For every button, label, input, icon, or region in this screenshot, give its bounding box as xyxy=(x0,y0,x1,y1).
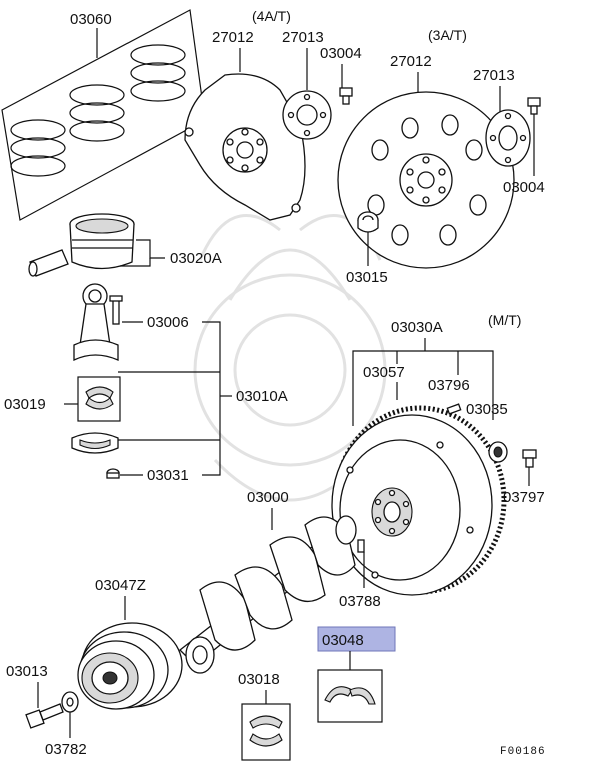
label-03030a[interactable]: 03030A xyxy=(391,319,443,336)
bolt-03004-right[interactable] xyxy=(527,97,541,115)
label-03015[interactable]: 03015 xyxy=(346,269,388,286)
bolt-03004-top[interactable] xyxy=(339,87,353,105)
label-27012-4at[interactable]: 27012 xyxy=(212,29,254,46)
ring-stack-3 xyxy=(130,44,186,102)
ring-stack-2 xyxy=(69,84,125,142)
label-03018[interactable]: 03018 xyxy=(238,671,280,688)
dowel-pin[interactable] xyxy=(357,539,365,553)
variant-label-4at: (4A/T) xyxy=(252,8,291,24)
thrust-washer-label-box[interactable]: 03048 xyxy=(317,626,396,652)
label-03057[interactable]: 03057 xyxy=(363,364,405,381)
ring-stack-1 xyxy=(10,119,66,177)
label-03020a[interactable]: 03020A xyxy=(170,250,222,267)
crank-pulley[interactable] xyxy=(77,622,183,710)
reference-code: F00186 xyxy=(500,746,546,758)
pilot-bushing[interactable] xyxy=(357,211,379,233)
label-27012-3at[interactable]: 27012 xyxy=(390,53,432,70)
flywheel-bolt[interactable] xyxy=(522,449,537,468)
label-03788[interactable]: 03788 xyxy=(339,593,381,610)
label-27013-4at[interactable]: 27013 xyxy=(282,29,324,46)
drive-plate-4at[interactable] xyxy=(184,73,306,221)
adapter-plate-3at[interactable] xyxy=(485,109,531,167)
rod-nut[interactable] xyxy=(106,468,120,479)
label-03006[interactable]: 03006 xyxy=(147,314,189,331)
adapter-plate-4at[interactable] xyxy=(282,90,332,140)
label-03782[interactable]: 03782 xyxy=(45,741,87,758)
label-03797[interactable]: 03797 xyxy=(503,489,545,506)
label-03048[interactable]: 03048 xyxy=(322,632,364,649)
flywheel-mt[interactable] xyxy=(331,405,507,596)
label-03035[interactable]: 03035 xyxy=(466,401,508,418)
label-03796[interactable]: 03796 xyxy=(428,377,470,394)
rod-bolt[interactable] xyxy=(109,295,123,325)
highlight-box xyxy=(317,626,396,652)
label-03000[interactable]: 03000 xyxy=(247,489,289,506)
label-27013-3at[interactable]: 27013 xyxy=(473,67,515,84)
label-03060[interactable]: 03060 xyxy=(70,11,112,28)
label-03019[interactable]: 03019 xyxy=(4,396,46,413)
flywheel-pin[interactable] xyxy=(446,403,462,415)
main-bearing-set[interactable] xyxy=(241,703,291,761)
drive-plate-3at[interactable] xyxy=(337,91,515,269)
label-03031[interactable]: 03031 xyxy=(147,467,189,484)
label-03013[interactable]: 03013 xyxy=(6,663,48,680)
label-03004-top[interactable]: 03004 xyxy=(320,45,362,62)
piston-pin[interactable] xyxy=(28,249,69,277)
label-03047z[interactable]: 03047Z xyxy=(95,577,146,594)
label-03010a[interactable]: 03010A xyxy=(236,388,288,405)
piston-ring-set[interactable] xyxy=(1,9,206,221)
label-03004-right[interactable]: 03004 xyxy=(503,179,545,196)
crankshaft[interactable] xyxy=(179,515,357,674)
flywheel-bearing[interactable] xyxy=(488,441,508,463)
variant-label-mt: (M/T) xyxy=(488,312,521,328)
piston[interactable] xyxy=(69,213,135,270)
variant-label-3at: (3A/T) xyxy=(428,27,467,43)
thrust-washer-set[interactable] xyxy=(317,669,383,723)
pulley-washer[interactable] xyxy=(61,691,79,713)
pulley-bolt[interactable] xyxy=(25,703,64,729)
rod-cap[interactable] xyxy=(71,432,119,454)
rod-bearing-set[interactable] xyxy=(77,376,121,422)
connecting-rod[interactable] xyxy=(73,283,119,362)
